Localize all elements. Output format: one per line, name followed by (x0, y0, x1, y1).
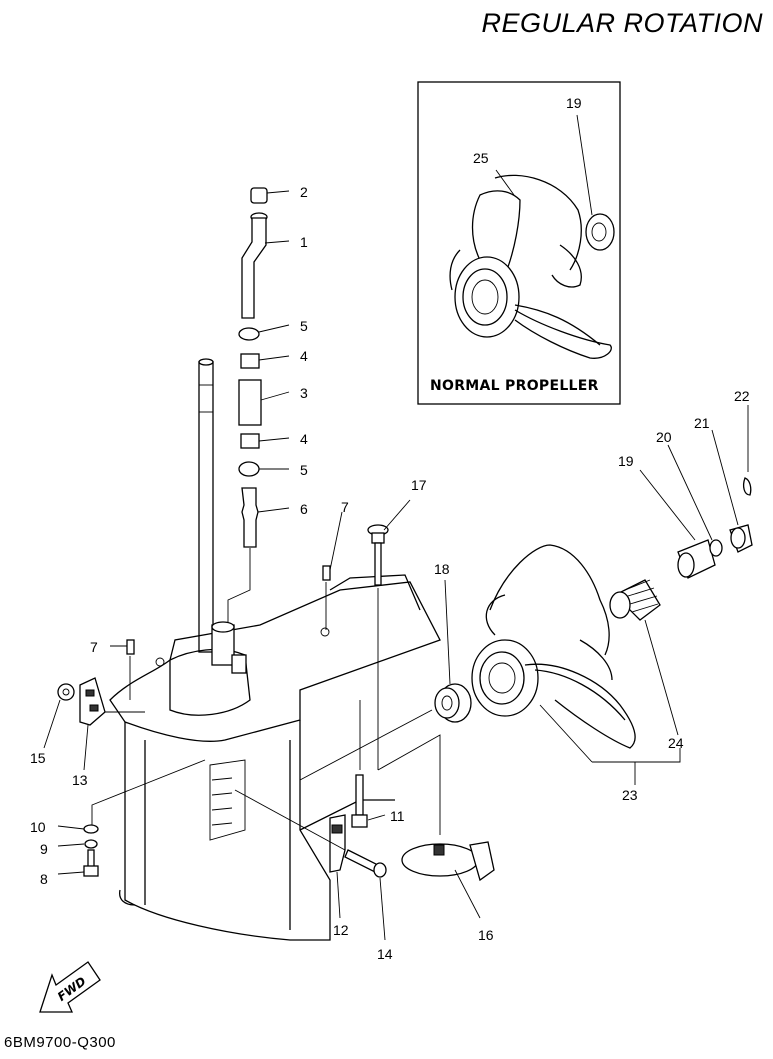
spacer-19 (677, 539, 716, 579)
callout-19: 19 (618, 453, 634, 469)
callout-12: 12 (333, 922, 349, 938)
callout-4b: 4 (300, 431, 308, 447)
callout-5: 5 (300, 318, 308, 334)
callout-17: 17 (411, 477, 427, 493)
bolt-11 (351, 774, 368, 828)
callout-5b: 5 (300, 462, 308, 478)
washer-10 (83, 824, 99, 834)
diagram-code: 6BM9700-Q300 (4, 1034, 116, 1051)
spline-hub-24 (609, 579, 661, 621)
callout-4: 4 (300, 348, 308, 364)
drive-shaft (198, 358, 214, 653)
callout-6: 6 (300, 501, 308, 517)
thrust-washer-18 (434, 683, 472, 723)
page-title: REGULAR ROTATION (481, 8, 763, 38)
dowel-pin (322, 565, 331, 581)
callout-7: 7 (341, 499, 349, 515)
callout-21: 21 (694, 415, 710, 431)
anode-12 (329, 814, 346, 873)
washer-9 (84, 839, 98, 849)
callout-1: 1 (300, 234, 308, 250)
lower-unit-housing (109, 574, 441, 941)
inset-frame (417, 81, 621, 405)
callout-23: 23 (622, 787, 638, 803)
cotter-pin-22 (743, 405, 752, 496)
callout-8: 8 (40, 871, 48, 887)
callout-24: 24 (668, 735, 684, 751)
callout-2: 2 (300, 184, 308, 200)
nut-15 (57, 683, 75, 701)
callout-10: 10 (30, 819, 46, 835)
nut-21 (729, 524, 753, 553)
callout-13: 13 (72, 772, 88, 788)
callout-20: 20 (656, 429, 672, 445)
callout-3: 3 (300, 385, 308, 401)
callout-7b: 7 (90, 639, 98, 655)
inset-label: NORMAL PROPELLER (430, 378, 599, 394)
callout-15: 15 (30, 750, 46, 766)
anode-13 (79, 677, 106, 726)
trim-tab (401, 841, 495, 882)
fwd-arrow (39, 961, 101, 1013)
callout-18: 18 (434, 561, 450, 577)
washer-20 (709, 539, 723, 557)
bolt-8 (87, 849, 95, 869)
callout-25: 25 (473, 150, 489, 166)
inset-propeller (449, 174, 615, 359)
callout-11: 11 (390, 808, 405, 824)
callout-labels: 2 1 5 4 3 4 5 6 7 17 18 19 20 21 22 7 15… (30, 95, 750, 962)
callout-14: 14 (377, 946, 393, 962)
bolt-14 (344, 849, 387, 878)
water-tube-assembly (238, 187, 268, 548)
callout-19-inset: 19 (566, 95, 582, 111)
callout-22: 22 (734, 388, 750, 404)
propeller (471, 544, 636, 749)
bolt-17 (367, 524, 389, 586)
callout-16: 16 (478, 927, 494, 943)
callout-9: 9 (40, 841, 48, 857)
